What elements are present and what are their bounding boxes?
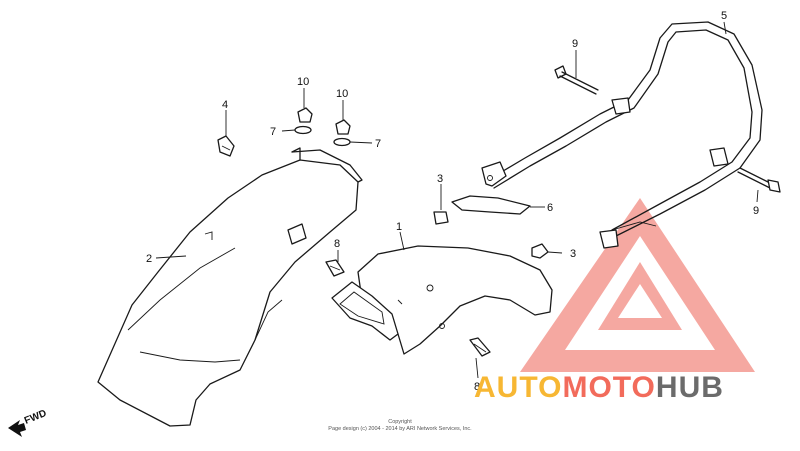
nut-3-right — [531, 243, 549, 259]
watermark-hub: HUB — [656, 371, 724, 404]
watermark-wordmark: AUTOMOTOHUB — [474, 371, 724, 404]
washer-7-left — [294, 125, 312, 135]
callout-10-right: 10 — [336, 88, 348, 100]
callout-7-right: 7 — [375, 138, 381, 150]
copyright-line-2: Page design (c) 2004 - 2014 by ARI Netwo… — [328, 426, 472, 432]
direction-label: FWD — [23, 408, 48, 427]
callout-1: 1 — [396, 221, 402, 233]
stud-8-left — [325, 259, 345, 277]
washer-7-right — [333, 137, 351, 147]
nut-10-left — [297, 107, 313, 123]
nut-10-right — [335, 119, 351, 135]
watermark-auto: AUTO — [474, 371, 562, 404]
copyright-line-1: Copyright — [388, 419, 412, 425]
svg-text:AUTOMOTOHUB: AUTOMOTOHUB — [474, 371, 724, 404]
forward-direction-indicator: FWD — [8, 408, 48, 437]
callout-5: 5 — [721, 10, 727, 22]
callout-3-center: 3 — [437, 173, 443, 185]
bolt-4 — [217, 135, 235, 157]
bolt-9-right — [737, 167, 781, 193]
leader-lines — [155, 21, 759, 379]
callout-9-top: 9 — [572, 38, 578, 50]
callout-8-right: 8 — [474, 381, 480, 393]
callout-3-right: 3 — [570, 248, 576, 260]
stud-8-right — [469, 337, 491, 357]
callout-2: 2 — [146, 253, 152, 265]
rear-inner-fender — [97, 147, 363, 427]
callout-8-left: 8 — [334, 238, 340, 250]
callout-4: 4 — [222, 99, 228, 111]
arrow-left-icon — [8, 420, 26, 437]
callout-6: 6 — [547, 202, 553, 214]
rear-fender — [331, 245, 553, 355]
nut-3-center — [433, 211, 449, 225]
cushion-pad — [451, 195, 531, 215]
grab-rail — [481, 21, 763, 249]
callout-10-left: 10 — [297, 76, 309, 88]
watermark-logo-icon — [520, 198, 755, 372]
bolt-9-top — [554, 65, 599, 95]
callout-7-left: 7 — [270, 126, 276, 138]
callout-9-right: 9 — [753, 205, 759, 217]
watermark-moto: MOTO — [562, 371, 655, 404]
